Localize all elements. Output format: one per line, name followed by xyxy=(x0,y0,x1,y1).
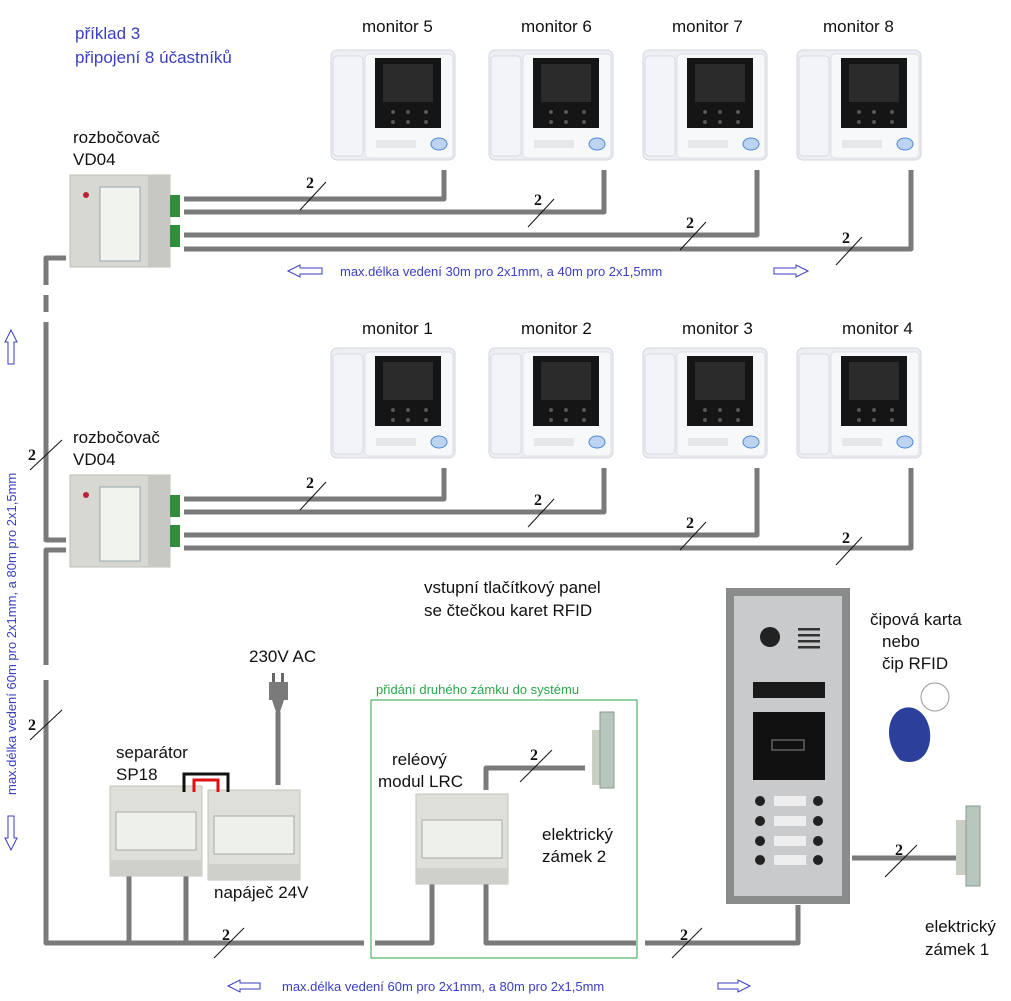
svg-text:2: 2 xyxy=(28,717,36,734)
power-label: 230V AC xyxy=(249,647,316,666)
wire-monitor-2 xyxy=(184,468,607,515)
monitor-1-label: monitor 1 xyxy=(362,319,433,338)
splitter-top-line1: rozbočovač xyxy=(73,128,160,147)
psu-24v xyxy=(207,789,301,881)
rfid-line2: nebo xyxy=(882,632,920,651)
wire-monitor-3 xyxy=(184,468,760,538)
monitor-7 xyxy=(642,49,768,161)
monitor-7-label: monitor 7 xyxy=(672,17,743,36)
splitter-bottom-line1: rozbočovač xyxy=(73,428,160,447)
splitter-bottom-line2: VD04 xyxy=(73,450,116,469)
title-line2: připojení 8 účastníků xyxy=(75,48,232,67)
arrow-down-icon xyxy=(4,815,18,852)
lock2-line1: elektrický xyxy=(542,825,613,844)
relay-line2: modul LRC xyxy=(378,772,463,791)
arrow-up-icon xyxy=(4,328,18,365)
arrow-left-icon xyxy=(226,979,261,993)
monitor-5-label: monitor 5 xyxy=(362,17,433,36)
wire-monitor-4 xyxy=(184,468,914,551)
arrow-left-icon xyxy=(286,264,323,278)
wire-monitor-8 xyxy=(184,170,914,252)
rfid-line3: čip RFID xyxy=(882,654,948,673)
svg-text:2: 2 xyxy=(530,747,538,764)
vertical-length-note: max.délka vedení 60m pro 2x1mm, a 80m pr… xyxy=(4,328,19,852)
svg-text:2: 2 xyxy=(534,492,542,509)
door-panel-rfid xyxy=(726,588,850,904)
wire-lock2 xyxy=(483,765,585,790)
svg-text:2: 2 xyxy=(842,530,850,547)
bottom-length-note: max.délka vedení 60m pro 2x1mm, a 80m pr… xyxy=(226,979,752,994)
wire-relay-left xyxy=(375,866,435,946)
monitor-3-label: monitor 3 xyxy=(682,319,753,338)
splitter-bottom xyxy=(69,474,181,568)
wire-relay-right xyxy=(483,866,636,946)
svg-text:2: 2 xyxy=(680,927,688,944)
top-length-note: max.délka vedení 30m pro 2x1mm, a 40m pr… xyxy=(286,264,810,279)
separator-sp18 xyxy=(109,785,203,877)
wire-count-marks: 2 2 2 2 2 2 2 2 2 2 2 2 2 2 xyxy=(28,175,918,959)
lock1-line1: elektrický xyxy=(925,917,996,936)
riser-wire-bottom xyxy=(43,547,364,946)
svg-text:2: 2 xyxy=(306,475,314,492)
wire-separator-bus xyxy=(183,866,364,946)
svg-text:2: 2 xyxy=(306,175,314,192)
monitor-6-label: monitor 6 xyxy=(521,17,592,36)
svg-text:2: 2 xyxy=(534,192,542,209)
relay-line1: reléový xyxy=(392,750,447,769)
electric-lock-1 xyxy=(956,805,981,887)
svg-text:2: 2 xyxy=(842,230,850,247)
monitor-1 xyxy=(330,347,456,459)
door-panel-line2: se čtečkou karet RFID xyxy=(424,601,592,620)
separator-psu-wire-black xyxy=(182,772,230,792)
title-line1: příklad 3 xyxy=(75,24,140,43)
monitor-8-label: monitor 8 xyxy=(823,17,894,36)
riser-wire-top xyxy=(43,255,66,285)
wire-monitor-6 xyxy=(184,170,607,215)
arrow-right-icon xyxy=(773,264,810,278)
power-plug-icon xyxy=(269,673,288,712)
svg-text:2: 2 xyxy=(895,842,903,859)
wire-panel xyxy=(645,905,801,946)
monitor-2-label: monitor 2 xyxy=(521,319,592,338)
splitter-top-line2: VD04 xyxy=(73,150,116,169)
svg-text:2: 2 xyxy=(686,515,694,532)
monitor-4-label: monitor 4 xyxy=(842,319,913,338)
wire-monitor-5 xyxy=(184,170,447,202)
monitor-5 xyxy=(330,49,456,161)
monitor-8 xyxy=(796,49,922,161)
monitor-6 xyxy=(488,49,614,161)
separator-psu-wire-red xyxy=(192,778,220,792)
separator-line2: SP18 xyxy=(116,765,158,784)
electric-lock-2 xyxy=(592,711,615,789)
psu-label: napáječ 24V xyxy=(214,883,309,902)
svg-text:max.délka vedení 60m pro 2x1mm: max.délka vedení 60m pro 2x1mm, a 80m pr… xyxy=(282,979,604,994)
wire-monitor-1 xyxy=(184,468,447,502)
monitor-2 xyxy=(488,347,614,459)
svg-text:2: 2 xyxy=(686,215,694,232)
splitter-top xyxy=(69,174,181,268)
wire-monitor-7 xyxy=(184,170,760,238)
lock2-line2: zámek 2 xyxy=(542,847,606,866)
second-lock-box-label: přidání druhého zámku do systému xyxy=(376,682,579,697)
monitor-3 xyxy=(642,347,768,459)
rfid-line1: čipová karta xyxy=(870,610,962,629)
arrow-right-icon xyxy=(717,979,752,993)
lock1-line2: zámek 1 xyxy=(925,940,989,959)
second-lock-box xyxy=(370,699,638,959)
relay-module-lrc xyxy=(415,793,509,885)
separator-line1: separátor xyxy=(116,743,188,762)
svg-text:max.délka vedení 30m pro 2x1mm: max.délka vedení 30m pro 2x1mm, a 40m pr… xyxy=(340,264,662,279)
riser-wire-mid xyxy=(43,295,66,543)
rfid-keyfob-icon xyxy=(888,682,950,762)
svg-text:max.délka vedení 60m pro 2x1mm: max.délka vedení 60m pro 2x1mm, a 80m pr… xyxy=(4,473,19,795)
svg-text:2: 2 xyxy=(222,927,230,944)
monitor-4 xyxy=(796,347,922,459)
door-panel-line1: vstupní tlačítkový panel xyxy=(424,578,601,597)
svg-text:2: 2 xyxy=(28,447,36,464)
